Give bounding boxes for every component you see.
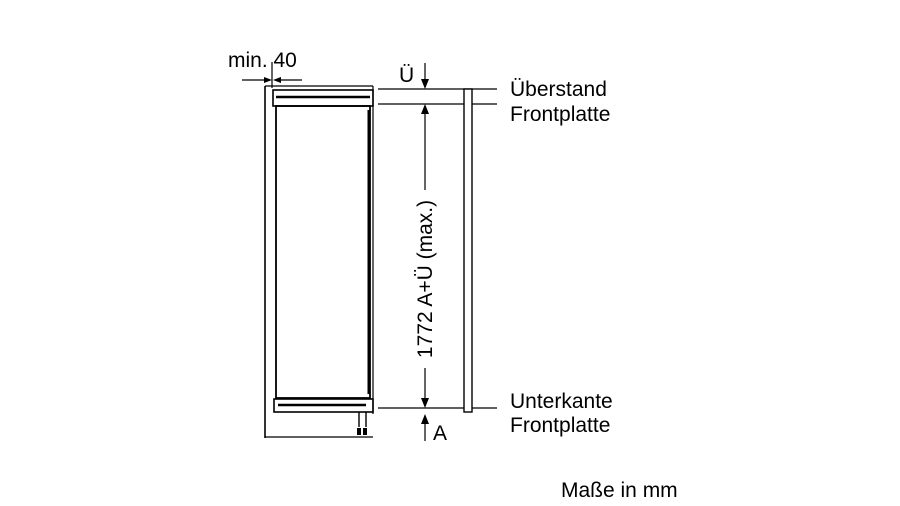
appliance-body <box>272 89 374 435</box>
arrow-up-icon <box>421 104 429 114</box>
height-dimension: 1772 A+Ü (max.) <box>414 104 437 408</box>
arrow-down-icon <box>421 398 429 408</box>
min-gap-label: min. 40 <box>228 49 297 72</box>
min-gap-dimension: min. 40 <box>228 49 302 88</box>
height-dimension-label: 1772 A+Ü (max.) <box>414 200 437 358</box>
overhang-symbol: Ü <box>399 64 414 87</box>
arrow-up-icon <box>421 414 429 424</box>
niche-outline <box>264 85 374 438</box>
bottom-marker: A <box>421 414 447 445</box>
reference-lines <box>378 88 497 409</box>
overhang-label-line2: Frontplatte <box>510 103 610 126</box>
front-panel <box>463 88 473 413</box>
overhang-marker: Ü <box>399 63 429 89</box>
lower-edge-label-line2: Frontplatte <box>510 414 610 437</box>
arrow-down-icon <box>421 79 429 89</box>
lower-edge-label-line1: Unterkante <box>510 390 613 413</box>
bottom-symbol: A <box>433 422 447 445</box>
units-note: Maße in mm <box>561 479 678 502</box>
overhang-label-line1: Überstand <box>510 78 607 101</box>
